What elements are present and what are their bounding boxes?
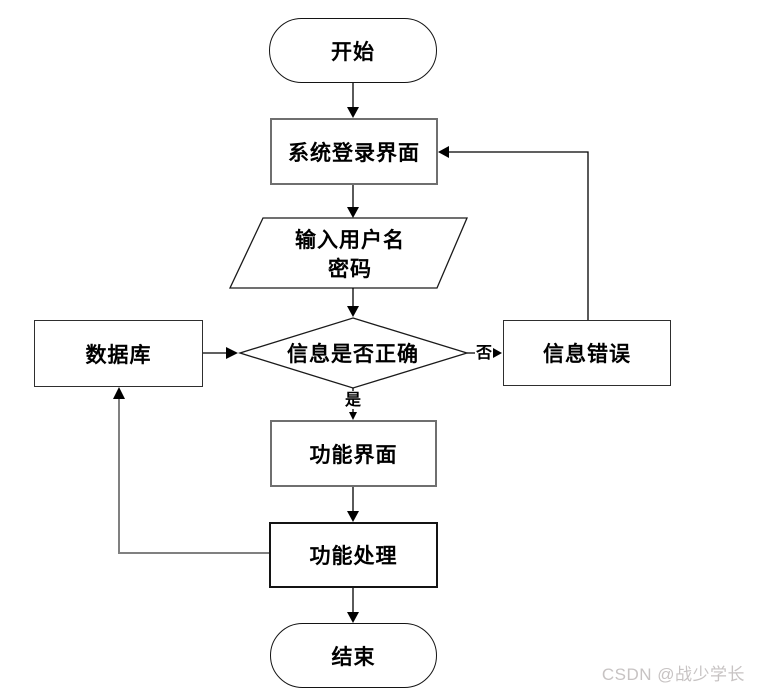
arrowhead-input-decision (347, 306, 359, 317)
arrowhead-database-decision (226, 347, 238, 359)
input-label-line2: 密码 (328, 256, 372, 281)
database-box: 数据库 (34, 320, 203, 387)
arrowhead-function-process-end (347, 612, 359, 623)
arrowhead-error-login (438, 146, 449, 158)
start-terminator: 开始 (269, 18, 437, 83)
decision-diamond-label: 信息是否正确 (258, 340, 448, 366)
arrowhead-login-input (347, 207, 359, 218)
branch-label-no: 否 (475, 343, 494, 362)
function-ui-box: 功能界面 (270, 420, 437, 487)
function-ui-label: 功能界面 (309, 441, 398, 467)
end-label: 结束 (331, 643, 376, 669)
end-terminator: 结束 (270, 623, 437, 688)
edge-error-login (448, 151, 589, 320)
login-process-box: 系统登录界面 (270, 118, 438, 185)
function-process-box: 功能处理 (269, 522, 438, 588)
arrowhead-start-login (347, 107, 359, 118)
arrowhead-decision-function-ui (349, 412, 357, 420)
input-label-line1: 输入用户名 (295, 227, 405, 252)
function-process-label: 功能处理 (309, 543, 398, 568)
input-parallelogram-label: 输入用户名 密码 (243, 223, 457, 285)
start-label: 开始 (331, 38, 375, 64)
database-label: 数据库 (85, 341, 152, 367)
input-parallelogram-shape (228, 217, 468, 289)
branch-label-yes: 是 (344, 390, 363, 409)
arrowhead-function-ui-process (347, 511, 359, 522)
error-label: 信息错误 (543, 341, 631, 366)
edge-function-process-database (118, 397, 269, 554)
watermark: CSDN @战少学长 (601, 665, 745, 684)
arrowhead-decision-error (493, 348, 502, 358)
login-label: 系统登录界面 (288, 139, 420, 165)
decision-label: 信息是否正确 (287, 340, 419, 366)
arrowhead-function-process-database (113, 387, 125, 399)
error-box: 信息错误 (503, 320, 671, 386)
